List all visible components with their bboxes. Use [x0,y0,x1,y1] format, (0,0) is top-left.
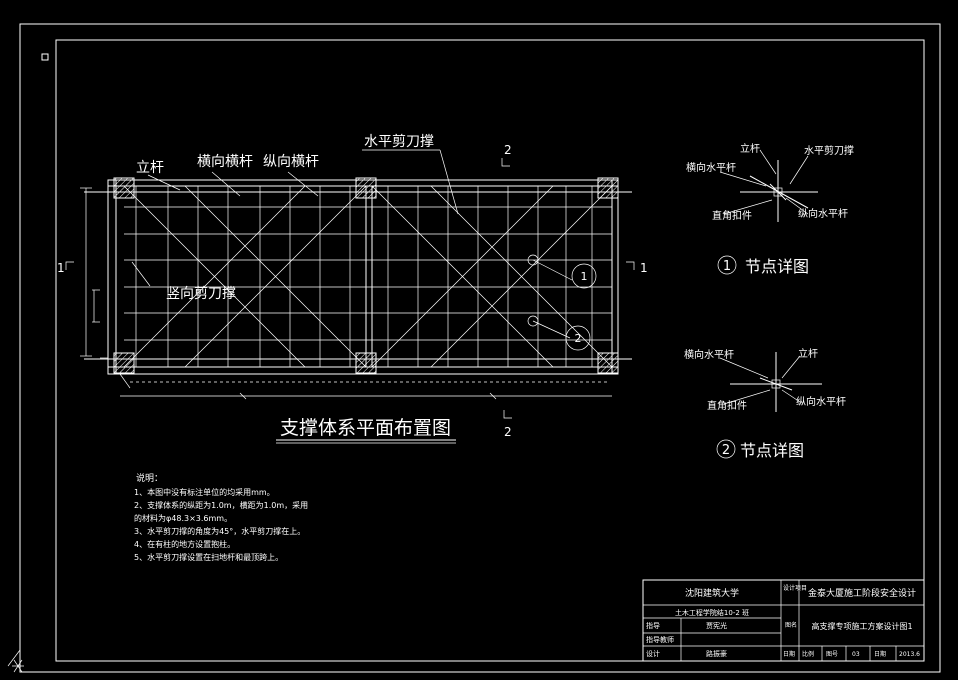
node1-label-transverse: 横向水平杆 [686,161,736,174]
notes-heading: 说明： [136,472,163,484]
node-ref-2-bubble [565,325,591,351]
tb-designer-label: 设计 [646,649,660,658]
node2-label-longitudinal: 纵向水平杆 [796,395,846,408]
tb-sheet-no: 03 [852,651,860,658]
support-plan: 1 2 立杆 横向横杆 纵向横杆 水平剪刀撑 竖向剪刀撑 2 2 1 1 支撑体… [57,134,648,444]
node1-label-pole: 立杆 [740,142,760,155]
tb-designer: 路振豪 [706,649,727,658]
tb-date-label: 日期 [783,650,795,658]
notes-line-3: 的材料为φ48.3×3.6mm。 [134,513,232,523]
node2-label-coupler: 直角扣件 [707,399,747,412]
label-horizontal-brace: 水平剪刀撑 [364,134,434,150]
tb-review-label: 指导教师 [646,635,674,644]
notes-line-5: 4、在有柱的地方设置抱柱。 [134,539,235,549]
label-transverse-bar: 横向横杆 [197,154,253,170]
node2-title: 节点详图 [740,441,804,460]
tb-drawing-name: 高支撑专项施工方案设计图1 [811,621,912,631]
node1-label-coupler: 直角扣件 [712,209,752,222]
notes-line-2: 2、支撑体系的纵距为1.0m，横距为1.0m，采用 [134,500,308,510]
node1-label-brace: 水平剪刀撑 [804,144,854,157]
tb-design-item-value: 金泰大厦施工阶段安全设计 [808,587,916,599]
notes-line-6: 5、水平剪刀撑设置在扫地杆和最顶跨上。 [134,552,283,562]
node2-number: 2 [722,443,730,458]
label-vertical-pole: 立杆 [136,160,164,176]
outer-border [19,23,941,673]
tb-period-label: 日期 [874,650,886,658]
node2-label-pole: 立杆 [798,347,818,360]
tb-scale-label: 比例 [802,650,814,658]
tb-advisor: 贾宪光 [706,621,727,630]
columns [113,177,619,374]
tb-class-code: 土木工程学院结10-2 班 [675,608,749,617]
node1-label-longitudinal: 纵向水平杆 [798,207,848,220]
title-block: 沈阳建筑大学 土木工程学院结10-2 班 设计项目 金泰大厦施工阶段安全设计 图… [642,579,925,662]
scissor-braces [123,185,613,368]
node-ref-1-bubble [571,263,597,289]
section-mark-top: 2 [504,143,512,157]
corner-marker [41,53,49,61]
tb-year: 2013.6 [899,651,920,658]
node-ref-1-text: 1 [581,270,588,283]
notes-line-4: 3、水平剪刀撑的角度为45°，水平剪刀撑在上。 [134,526,305,536]
plan-grid [124,186,612,367]
tb-figure-label: 图名 [785,621,797,629]
notes-line-1: 1、本图中没有标注单位的均采用mm。 [134,487,275,497]
ucs-icon [7,649,24,673]
section-mark-bottom: 2 [504,425,512,439]
section-mark-left: 1 [57,261,65,275]
node-detail-2: 横向水平杆 立杆 直角扣件 纵向水平杆 2 节点详图 [684,347,846,460]
tb-university: 沈阳建筑大学 [685,587,739,599]
tb-advisor-label: 指导 [646,621,660,630]
tb-sheet-label: 图号 [826,651,838,658]
node-detail-1: 立杆 水平剪刀撑 横向水平杆 直角扣件 纵向水平杆 1 节点详图 [686,142,854,276]
label-vertical-brace: 竖向剪刀撑 [166,286,236,302]
plan-title: 支撑体系平面布置图 [280,417,451,439]
node2-label-transverse: 横向水平杆 [684,348,734,361]
node-ref-2-text: 2 [575,332,582,345]
node1-number: 1 [723,259,731,274]
label-longitudinal-bar: 纵向横杆 [263,154,319,170]
section-mark-right: 1 [640,261,648,275]
node1-title: 节点详图 [745,257,809,276]
inner-border [55,39,925,662]
notes: 说明： 1、本图中没有标注单位的均采用mm。 2、支撑体系的纵距为1.0m，横距… [134,472,308,562]
tb-design-item-label: 设计项目 [783,584,807,592]
